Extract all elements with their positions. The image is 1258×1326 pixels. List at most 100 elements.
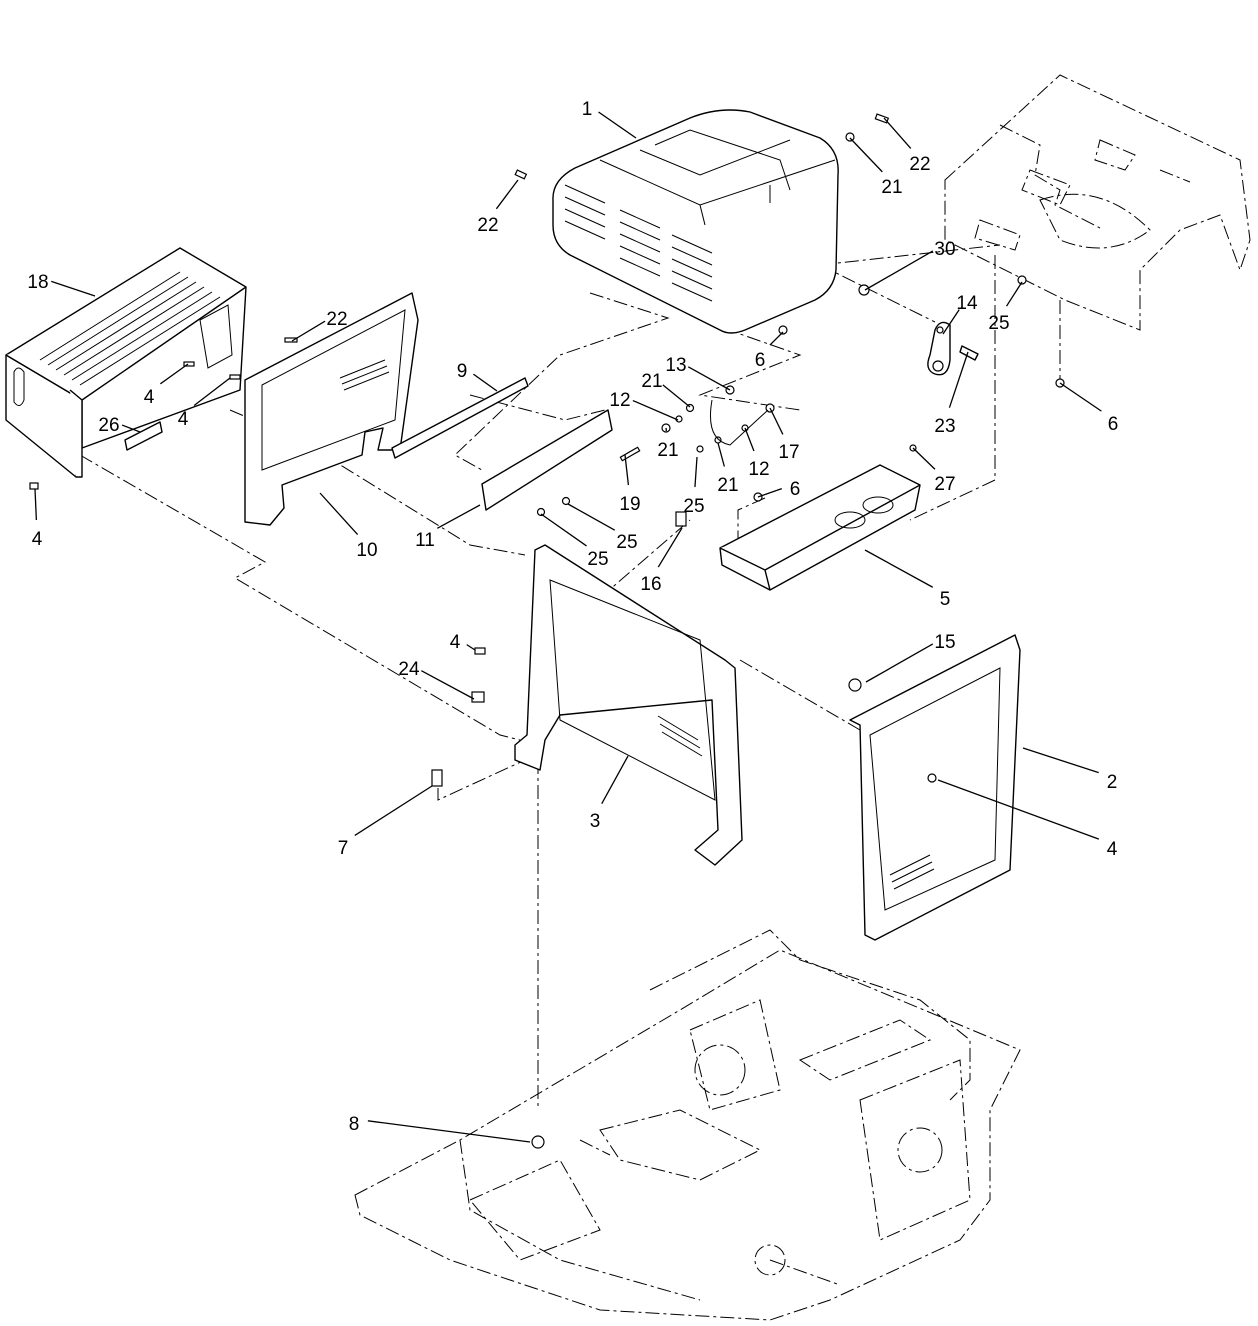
leader-line	[883, 117, 912, 149]
leader-line	[495, 179, 519, 210]
leader-line	[769, 331, 784, 346]
leader-line	[1022, 747, 1099, 774]
callout-number: 14	[956, 293, 978, 314]
leader-line	[912, 447, 936, 470]
mounting-plate	[481, 409, 613, 511]
leader-line	[1005, 281, 1023, 307]
strap	[391, 377, 529, 459]
callout-number: 25	[988, 313, 1009, 334]
leader-line	[937, 779, 1100, 840]
leader-line	[473, 373, 498, 392]
leader-line	[849, 137, 883, 173]
callout-number: 12	[609, 390, 630, 411]
leader-line	[367, 1120, 531, 1143]
callout-number: 30	[934, 239, 955, 260]
leader-line	[694, 456, 698, 488]
callout-number: 4	[450, 632, 461, 653]
leader-line	[291, 320, 326, 342]
callout-number: 25	[587, 549, 608, 570]
leader-line	[632, 399, 679, 421]
hood-vents	[564, 184, 713, 302]
leader-line	[601, 755, 629, 805]
leader-line	[864, 549, 934, 588]
callout-number: 6	[755, 350, 766, 371]
decal	[124, 421, 163, 451]
leader-line	[657, 527, 683, 568]
callout-number: 7	[338, 838, 349, 859]
side-box-slots	[39, 271, 221, 386]
leader-line	[769, 407, 784, 435]
callout-number: 25	[683, 496, 704, 517]
callout-number: 10	[356, 540, 377, 561]
callout-number: 5	[940, 589, 951, 610]
hardware	[29, 113, 1065, 1149]
leader-line	[540, 513, 587, 547]
callout-number: 18	[27, 272, 48, 293]
callout-number: 11	[415, 530, 435, 551]
callout-number: 2	[1107, 772, 1118, 793]
rear-frame	[944, 74, 1251, 331]
leader-line	[865, 643, 934, 683]
callout-number: 15	[934, 632, 955, 653]
callout-number: 3	[590, 811, 601, 832]
leader-line	[193, 377, 231, 407]
leader-line	[121, 424, 141, 433]
callout-number: 4	[178, 409, 189, 430]
callout-number: 25	[616, 532, 637, 553]
callout-number: 22	[909, 154, 930, 175]
leader-line	[624, 454, 630, 486]
leader-line	[354, 785, 433, 836]
leader-line	[1059, 382, 1102, 412]
rear-panel	[849, 634, 1021, 941]
side-panel-left	[244, 292, 419, 526]
side-box	[5, 247, 247, 478]
leader-line	[757, 488, 783, 498]
callout-number: 8	[349, 1114, 360, 1135]
leader-line	[421, 670, 475, 700]
leader-line	[567, 503, 616, 531]
callout-number: 22	[477, 215, 498, 236]
leader-line	[466, 644, 476, 651]
front-panel-vent	[657, 715, 703, 757]
callout-number: 21	[657, 440, 678, 461]
callout-number: 26	[98, 415, 119, 436]
leader-line	[717, 442, 725, 467]
leader-line	[744, 427, 755, 452]
leader-line	[436, 504, 481, 529]
chassis	[354, 929, 1021, 1321]
callout-number: 4	[32, 529, 43, 550]
lift-link	[927, 321, 979, 376]
leader-line	[51, 280, 96, 297]
callout-number: 6	[790, 479, 801, 500]
callout-number: 1	[582, 99, 593, 120]
leader-line	[942, 309, 960, 335]
front-panel	[514, 544, 743, 866]
callout-number: 21	[717, 475, 738, 496]
leader-line	[159, 363, 189, 385]
callout-number: 19	[619, 494, 640, 515]
callout-number: 4	[1107, 839, 1118, 860]
callout-number: 27	[934, 474, 955, 495]
callout-number: 6	[1108, 414, 1119, 435]
callout-number: 13	[665, 355, 686, 376]
callout-number: 23	[934, 416, 955, 437]
callout-number: 21	[641, 371, 662, 392]
panel-vent	[339, 359, 390, 391]
callout-number: 4	[144, 387, 155, 408]
leader-line	[662, 384, 691, 408]
callout-number: 21	[881, 177, 902, 198]
leader-line	[34, 488, 38, 521]
seat-bracket	[719, 464, 921, 591]
leader-line	[948, 351, 969, 408]
callout-number: 16	[640, 574, 661, 595]
rear-panel-vent	[889, 854, 935, 890]
callout-number: 12	[748, 459, 769, 480]
callout-number: 9	[457, 361, 468, 382]
leader-line	[687, 366, 731, 391]
leader-line	[864, 250, 934, 291]
leader-line	[319, 492, 359, 536]
callout-number: 24	[398, 659, 420, 680]
leader-line	[598, 111, 637, 139]
hood-cover	[552, 109, 839, 334]
